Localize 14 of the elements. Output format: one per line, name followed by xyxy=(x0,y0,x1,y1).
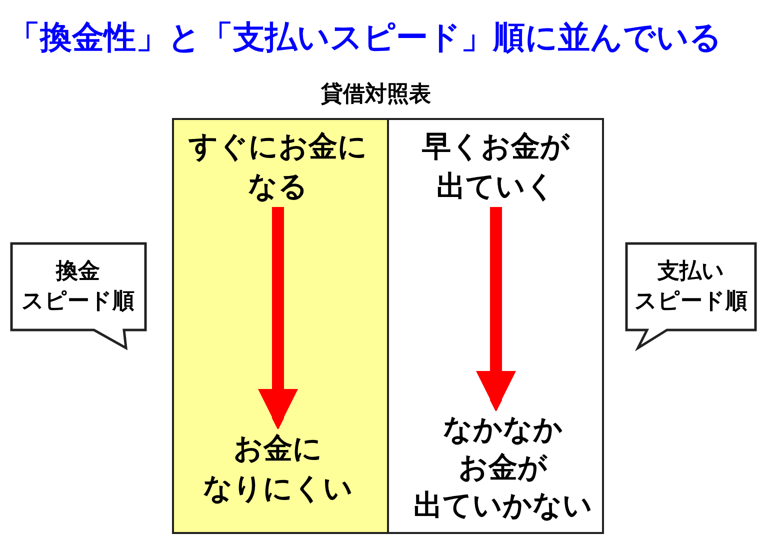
speech-bubble xyxy=(10,242,147,351)
title: 「換金性」と「支払いスピード」順に並んでいる xyxy=(8,18,722,57)
column-text: 早くお金が出ていく xyxy=(422,127,570,207)
table-column xyxy=(172,118,389,534)
table-column xyxy=(387,118,604,534)
bubble-text: 換金スピード順 xyxy=(22,257,134,315)
arrow xyxy=(476,207,516,411)
speech-bubble xyxy=(625,242,757,351)
table-title: 貸借対照表 xyxy=(321,80,431,108)
column-text: お金になりにくい xyxy=(203,429,353,509)
column-text: なかなかお金が出ていかない xyxy=(414,411,592,525)
arrow xyxy=(258,207,298,429)
column-text: すぐにお金になる xyxy=(188,127,368,207)
bubble-text: 支払いスピード順 xyxy=(634,257,748,315)
